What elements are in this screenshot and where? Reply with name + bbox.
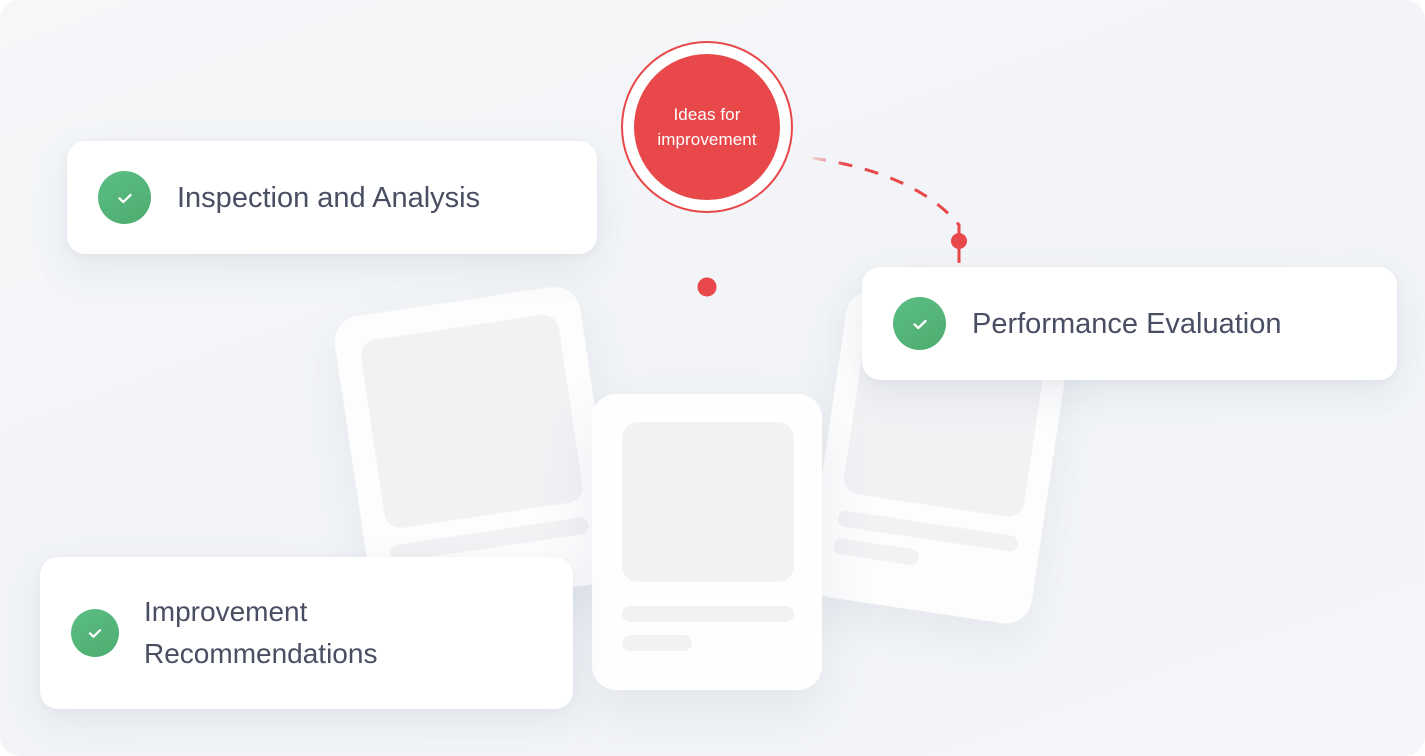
document-text-bar-long	[836, 509, 1020, 553]
step-card-label: Inspection and Analysis	[177, 181, 481, 214]
connector-node-center	[697, 277, 717, 297]
step-card-performance-evaluation[interactable]: Performance Evaluation	[862, 267, 1397, 380]
step-card-label: Performance Evaluation	[972, 307, 1282, 340]
document-image-block	[622, 422, 794, 582]
check-icon	[893, 297, 946, 350]
step-card-improvement-recommendations[interactable]: Improvement Recommendations	[40, 557, 573, 709]
step-card-inspection-and-analysis[interactable]: Inspection and Analysis	[67, 141, 597, 254]
step-card-label: Improvement Recommendations	[144, 596, 378, 669]
check-icon	[98, 171, 151, 224]
document-image-block	[358, 312, 585, 531]
ideas-hub[interactable]: Ideas for improvement	[621, 41, 793, 213]
document-text-bar-long	[389, 516, 590, 563]
document-text-bar-short	[622, 635, 692, 651]
ideas-hub-label: Ideas for improvement	[657, 105, 757, 149]
check-icon	[71, 609, 119, 657]
connector-performance-curve	[811, 156, 961, 270]
document-center	[592, 394, 822, 690]
connector-node-right	[951, 233, 967, 249]
document-text-bar-short	[832, 537, 921, 567]
document-text-bar-long	[622, 606, 794, 622]
ideas-hub-inner: Ideas for improvement	[634, 54, 780, 200]
